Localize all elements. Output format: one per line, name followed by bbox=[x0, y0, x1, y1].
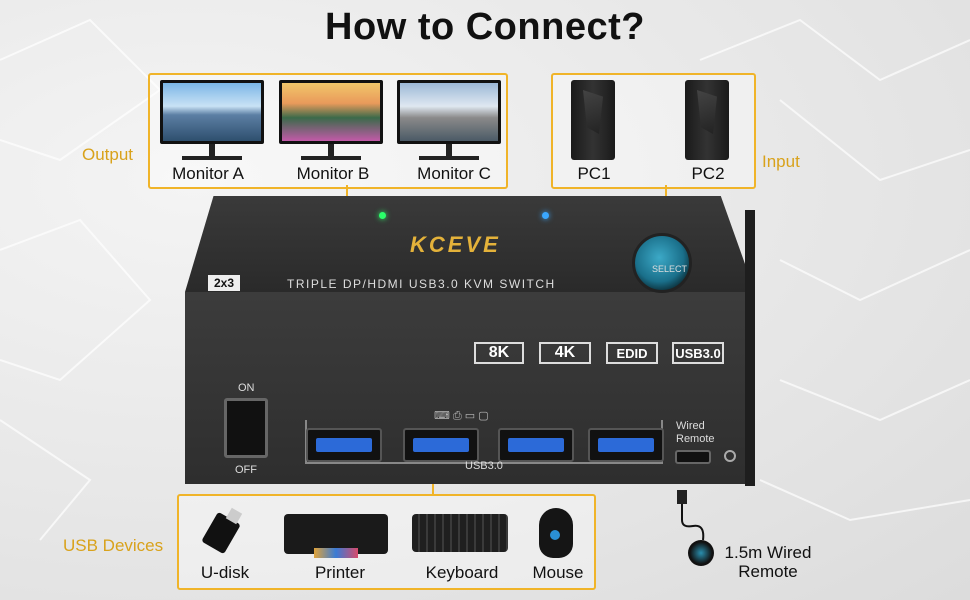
status-led-1 bbox=[379, 212, 386, 219]
monitor-a-label: Monitor A bbox=[172, 164, 244, 183]
keyboard-label: Keyboard bbox=[425, 563, 499, 582]
page-title: How to Connect? bbox=[325, 6, 645, 48]
usb-port-2[interactable] bbox=[403, 428, 479, 462]
badge-edid: EDID bbox=[606, 342, 658, 364]
pc2-label: PC2 bbox=[691, 164, 725, 183]
power-off-label: OFF bbox=[235, 464, 257, 476]
power-switch[interactable] bbox=[224, 398, 268, 458]
monitor-c-label: Monitor C bbox=[417, 164, 491, 183]
kvm-side-panel bbox=[745, 210, 755, 486]
mouse-label: Mouse bbox=[532, 563, 584, 582]
monitor-b-screen bbox=[279, 80, 383, 144]
remote-puck[interactable] bbox=[688, 540, 714, 566]
input-connector bbox=[665, 185, 667, 197]
usb-port-3[interactable] bbox=[498, 428, 574, 462]
u-disk-image bbox=[201, 507, 244, 555]
remote-port[interactable] bbox=[675, 450, 711, 464]
remote-label-line1: 1.5m Wired bbox=[724, 543, 812, 562]
u-disk-label: U-disk bbox=[200, 563, 250, 582]
monitor-c bbox=[397, 80, 501, 160]
input-label: Input bbox=[762, 152, 800, 171]
select-button[interactable] bbox=[632, 233, 692, 293]
remote-label-line2: Remote bbox=[738, 562, 798, 581]
remote-cable bbox=[677, 490, 705, 541]
badge-usb3: USB3.0 bbox=[672, 342, 724, 364]
monitor-b bbox=[279, 80, 383, 160]
monitor-b-label: Monitor B bbox=[296, 164, 370, 183]
usb-port-4[interactable] bbox=[588, 428, 664, 462]
brand-logo: KCEVE bbox=[410, 232, 501, 257]
usb-connector bbox=[432, 484, 434, 494]
monitor-a bbox=[160, 80, 264, 160]
badge-4k: 4K bbox=[539, 342, 591, 364]
pc2-tower bbox=[685, 80, 729, 160]
usb-label: USB3.0 bbox=[465, 460, 503, 472]
model-tag: 2x3 bbox=[208, 275, 241, 291]
output-connector bbox=[346, 185, 348, 197]
status-led-2 bbox=[542, 212, 549, 219]
monitor-c-screen bbox=[397, 80, 501, 144]
remote-port-icon bbox=[724, 450, 736, 462]
wired-remote-port-label: Wired Remote bbox=[676, 420, 715, 445]
usb-port-1[interactable] bbox=[306, 428, 382, 462]
output-label: Output bbox=[82, 145, 134, 164]
select-label: SELECT bbox=[652, 264, 688, 274]
pc1-tower bbox=[571, 80, 615, 160]
usb-port-icons: ⌨ ⎙ ▭ ▢ bbox=[434, 410, 489, 422]
monitor-a-screen bbox=[160, 80, 264, 144]
badge-8k: 8K bbox=[474, 342, 524, 364]
mouse-image bbox=[539, 508, 573, 558]
printer-image bbox=[284, 504, 388, 558]
power-on-label: ON bbox=[238, 382, 255, 394]
keyboard-image bbox=[412, 514, 508, 552]
pc1-label: PC1 bbox=[577, 164, 611, 183]
usb-devices-label: USB Devices bbox=[63, 536, 164, 555]
device-description: TRIPLE DP/HDMI USB3.0 KVM SWITCH bbox=[287, 277, 556, 291]
printer-label: Printer bbox=[314, 563, 366, 582]
